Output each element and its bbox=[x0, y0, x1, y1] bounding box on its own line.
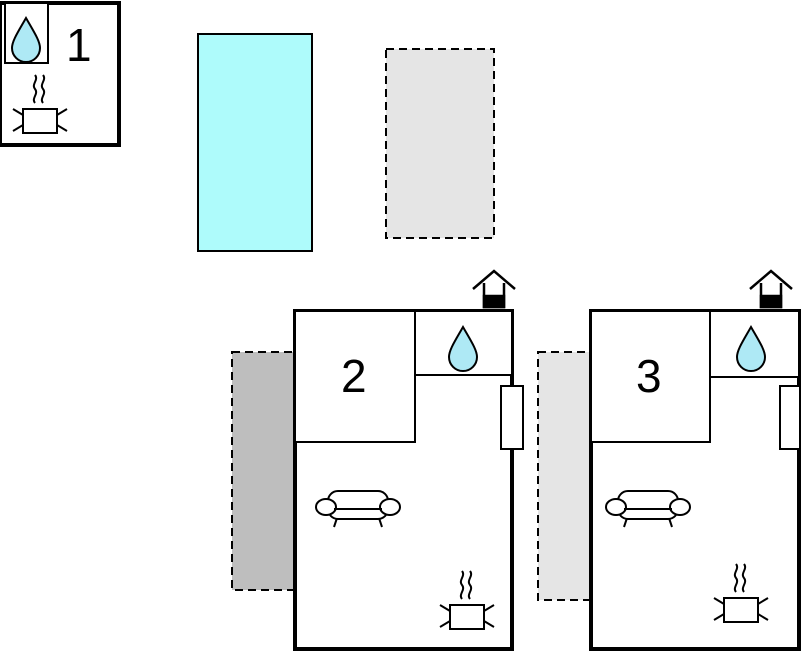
bedroom-room bbox=[590, 310, 711, 443]
swimming-pool bbox=[197, 33, 313, 252]
unit-2-label: 2 bbox=[341, 350, 367, 402]
terrace-unit-2 bbox=[231, 351, 295, 591]
unit-3-label: 3 bbox=[636, 350, 662, 402]
house-icon bbox=[748, 269, 794, 309]
house-icon bbox=[471, 269, 517, 309]
radiator-icon bbox=[500, 385, 524, 450]
unit-1-label: 1 bbox=[66, 19, 92, 71]
bedroom-room bbox=[294, 310, 416, 443]
unit-2: 2 bbox=[293, 269, 524, 651]
radiator-icon bbox=[779, 385, 801, 450]
terrace-unit-3 bbox=[537, 351, 591, 601]
unit-1: 1 bbox=[0, 1, 121, 147]
terrace-upper bbox=[385, 48, 495, 239]
unit-3: 3 bbox=[589, 269, 801, 651]
